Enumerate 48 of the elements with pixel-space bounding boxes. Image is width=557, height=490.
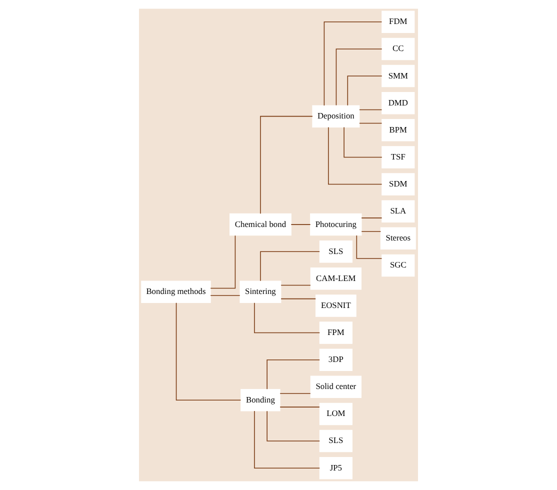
connector (361, 231, 382, 232)
connector (254, 410, 320, 468)
node-box: CC (382, 38, 415, 60)
node-box: Bonding (240, 389, 280, 412)
node-box: TSF (382, 146, 415, 168)
node-box: Chemical bond (230, 213, 292, 236)
node-box: Sintering (240, 280, 282, 304)
node-box: Photocuring (310, 213, 362, 236)
node-box: BPM (382, 119, 415, 142)
node-box: JP5 (319, 456, 352, 480)
node-box: SLS (319, 430, 352, 452)
connector (266, 410, 320, 442)
connector (254, 302, 320, 334)
node-box: CAM-LEM (310, 268, 362, 290)
connector (359, 122, 382, 124)
connector (336, 48, 382, 106)
node-box: SLS (319, 240, 352, 263)
connector (210, 235, 236, 289)
connector (176, 302, 242, 401)
connector (347, 76, 382, 106)
node-box: 3DP (319, 348, 352, 371)
node-box: Bonding methods (141, 280, 211, 304)
connector (324, 22, 382, 106)
node-box: SGC (382, 254, 415, 277)
connector (266, 359, 320, 390)
node-box: Stereos (380, 227, 416, 250)
connector (280, 393, 311, 394)
node-box: EOSNIT (315, 294, 356, 317)
connector (344, 126, 382, 158)
node-box: SDM (382, 173, 415, 196)
connector (290, 224, 311, 225)
connector (328, 126, 382, 185)
connector (280, 284, 311, 286)
connector (260, 251, 320, 282)
node-box: Deposition (312, 105, 360, 128)
connector (260, 116, 313, 214)
connector (356, 235, 382, 259)
node-box: LOM (319, 402, 352, 426)
node-box: SMM (382, 64, 415, 88)
node-box: FDM (382, 10, 415, 34)
connector (280, 406, 320, 408)
node-box: DMD (382, 92, 415, 114)
node-box: FPM (319, 322, 352, 344)
connector (280, 298, 316, 300)
node-box: Solid center (310, 376, 362, 398)
node-box: SLA (382, 200, 415, 222)
connector (359, 109, 382, 110)
connector (210, 295, 240, 296)
